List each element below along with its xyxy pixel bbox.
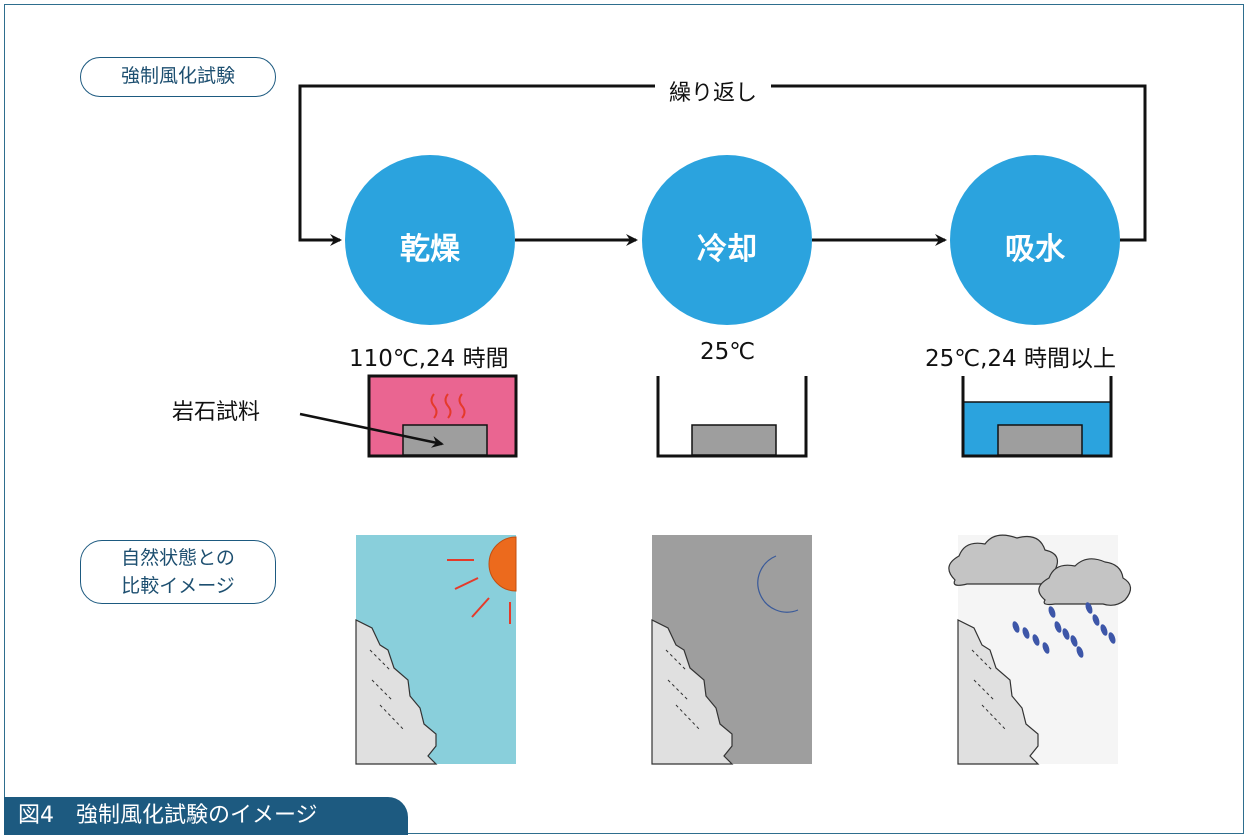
step-circle-absorb (950, 155, 1120, 325)
rock-sample-label: 岩石試料 (172, 400, 261, 425)
nature-label-line-2: 比較イメージ (121, 575, 235, 597)
raindrop-icon (1012, 602, 1116, 658)
forced-weathering-label: 強制風化試験 (80, 57, 276, 97)
repeat-label: 繰り返し (655, 75, 772, 107)
sample-pointer-arrow (299, 412, 444, 448)
step-circle-dry (345, 155, 515, 325)
panel-sunny (355, 535, 517, 765)
rock-sample-absorb (997, 424, 1083, 456)
cloud-icon (948, 534, 1132, 606)
panel-rain (948, 534, 1132, 765)
panel-night (651, 535, 812, 765)
cooling-container (656, 376, 808, 458)
rock-sample-cool (691, 424, 777, 456)
water-container (961, 376, 1113, 458)
rock-sample-dry (402, 424, 488, 456)
figure-caption: 図4 強制風化試験のイメージ (4, 797, 408, 835)
step-name-absorb: 吸水 (1005, 232, 1065, 267)
nature-label-line-1: 自然状態との (121, 547, 235, 569)
figure-frame (4, 4, 1244, 834)
sun-rays (447, 559, 511, 624)
moon-icon (757, 555, 799, 613)
sun-icon (488, 536, 517, 592)
nature-comparison-label: 自然状態との 比較イメージ (80, 540, 276, 604)
condition-cool: 25℃ (700, 339, 756, 365)
condition-absorb: 25℃,24 時間以上 (925, 346, 1116, 372)
condition-dry: 110℃,24 時間 (349, 346, 509, 372)
step-name-cool: 冷却 (697, 232, 757, 267)
step-circle-cool (642, 155, 812, 325)
heat-wave-icon (430, 393, 466, 419)
step-name-dry: 乾燥 (400, 232, 460, 267)
